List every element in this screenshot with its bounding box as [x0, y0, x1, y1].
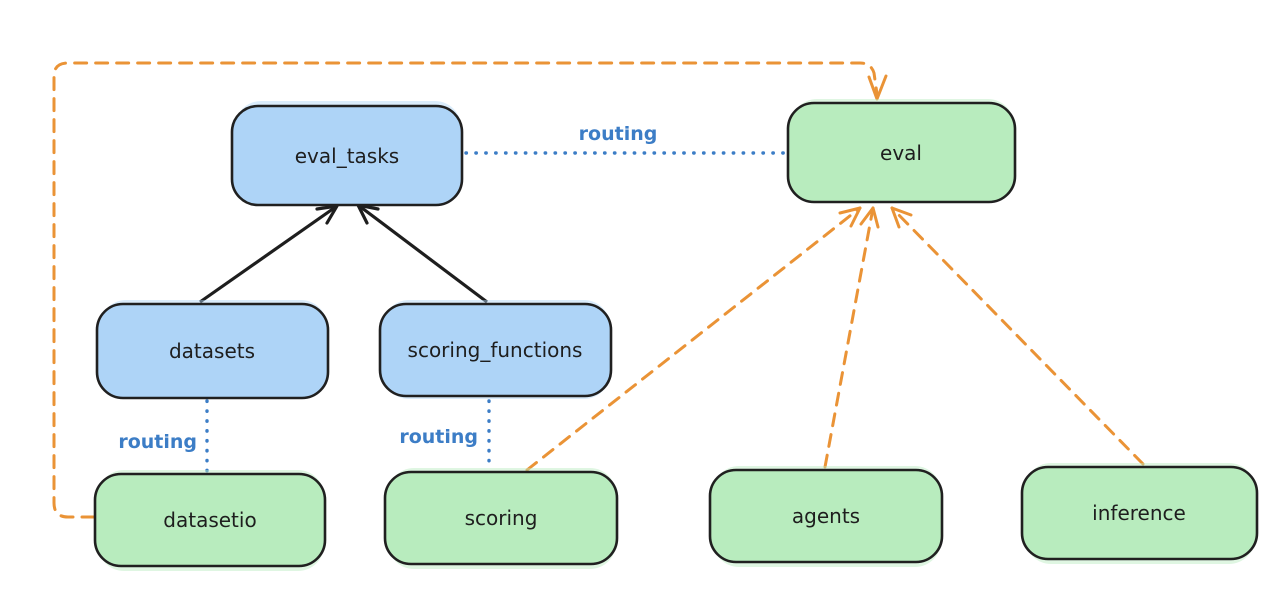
node-eval: eval	[786, 99, 1017, 204]
routing-label-scoring-functions-scoring: routing	[399, 426, 478, 448]
edge-scoring-functions-eval-tasks	[357, 203, 488, 304]
edge-scoring-eval	[525, 206, 862, 472]
node-scoring-functions-box	[378, 302, 613, 398]
node-inference-label: inference	[1092, 501, 1186, 525]
node-inference-box	[1020, 465, 1259, 561]
node-agents: agents	[708, 466, 944, 567]
node-eval-tasks-box	[230, 104, 464, 207]
arrowhead-scoring-eval	[838, 206, 862, 228]
node-scoring-box	[383, 470, 619, 566]
node-agents-box	[708, 468, 944, 564]
arrowhead-agents-eval	[859, 206, 880, 229]
arrowhead-inference-eval	[890, 206, 913, 229]
node-scoring-functions-label: scoring_functions	[408, 338, 583, 362]
node-datasets-box	[95, 302, 330, 400]
node-eval-tasks-label: eval_tasks	[295, 144, 399, 168]
edge-agents-eval	[823, 206, 875, 469]
node-datasets-label: datasets	[169, 339, 255, 363]
node-eval-label: eval	[880, 141, 922, 165]
arrowhead-datasetio-eval	[867, 74, 888, 101]
node-datasetio-label: datasetio	[163, 508, 256, 532]
node-scoring: scoring	[383, 468, 619, 569]
node-datasets: datasets	[95, 300, 330, 400]
node-agents-label: agents	[792, 504, 860, 528]
edge-datasetio-eval-loop	[52, 61, 879, 519]
node-scoring-functions: scoring_functions	[378, 300, 613, 399]
edge-datasets-eval-tasks	[199, 204, 338, 304]
node-datasetio: datasetio	[93, 470, 327, 571]
node-datasetio-box	[93, 472, 327, 568]
node-eval-tasks: eval_tasks	[230, 101, 464, 207]
node-scoring-label: scoring	[465, 506, 538, 530]
routing-label-eval-tasks-eval: routing	[579, 123, 658, 145]
edge-inference-eval	[890, 206, 1145, 466]
node-inference: inference	[1020, 463, 1259, 564]
node-eval-box	[786, 101, 1017, 204]
routing-label-datasets-datasetio: routing	[118, 431, 197, 453]
